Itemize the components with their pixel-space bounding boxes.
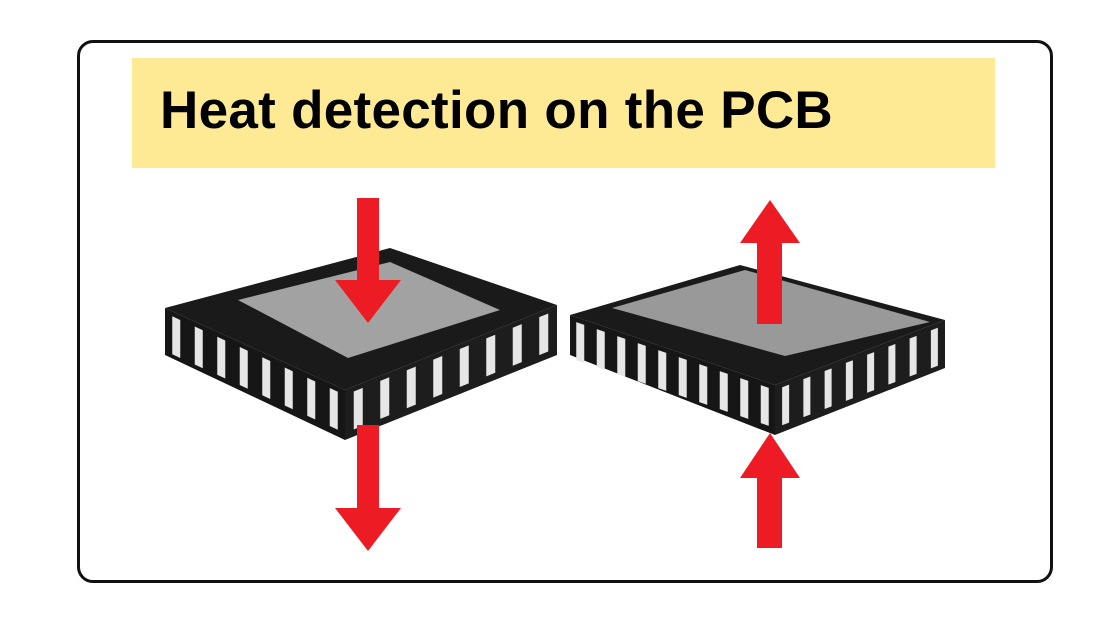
pin bbox=[637, 343, 646, 384]
arrow-up-bottom-right bbox=[740, 433, 800, 548]
chip-left-pins bbox=[172, 313, 549, 430]
pin bbox=[380, 377, 390, 419]
pin bbox=[239, 347, 248, 389]
pin bbox=[217, 336, 226, 379]
chip-left-side-left bbox=[165, 308, 345, 440]
diagram-title: Heat detection on the PCB bbox=[160, 81, 834, 140]
pin bbox=[617, 336, 626, 377]
pin bbox=[740, 378, 749, 419]
pin bbox=[512, 324, 522, 366]
pin bbox=[576, 322, 585, 363]
chip-right-side-right bbox=[775, 320, 945, 435]
pin bbox=[760, 385, 769, 426]
arrow-down-bottom-left bbox=[335, 425, 401, 551]
chip-left bbox=[165, 248, 557, 440]
pin bbox=[262, 357, 271, 399]
pin bbox=[867, 352, 875, 393]
pin bbox=[678, 357, 687, 398]
pin bbox=[596, 329, 605, 370]
chip-left-side-right bbox=[345, 305, 557, 440]
chip-right-pins bbox=[576, 322, 938, 426]
pin bbox=[353, 387, 363, 430]
pin bbox=[406, 366, 416, 409]
pin bbox=[824, 368, 832, 410]
pin bbox=[909, 335, 917, 377]
arrow-down-top-left bbox=[335, 198, 401, 323]
pin bbox=[803, 376, 811, 418]
pin bbox=[782, 384, 790, 426]
arrow-up-top-right bbox=[740, 200, 800, 324]
pin bbox=[433, 356, 443, 398]
pin bbox=[658, 350, 667, 391]
pin bbox=[699, 364, 708, 405]
pin bbox=[284, 367, 293, 410]
pin bbox=[329, 388, 338, 430]
pin bbox=[539, 313, 549, 356]
pin bbox=[307, 377, 316, 420]
pin bbox=[845, 360, 853, 401]
pin bbox=[930, 327, 938, 369]
title-banner bbox=[132, 58, 995, 168]
pin bbox=[719, 371, 728, 412]
pin bbox=[172, 316, 181, 358]
pin bbox=[194, 326, 203, 369]
chip-right bbox=[570, 265, 945, 435]
diagram-frame bbox=[77, 40, 1053, 583]
pin bbox=[888, 343, 896, 385]
pin bbox=[486, 334, 496, 377]
pin bbox=[459, 345, 469, 387]
